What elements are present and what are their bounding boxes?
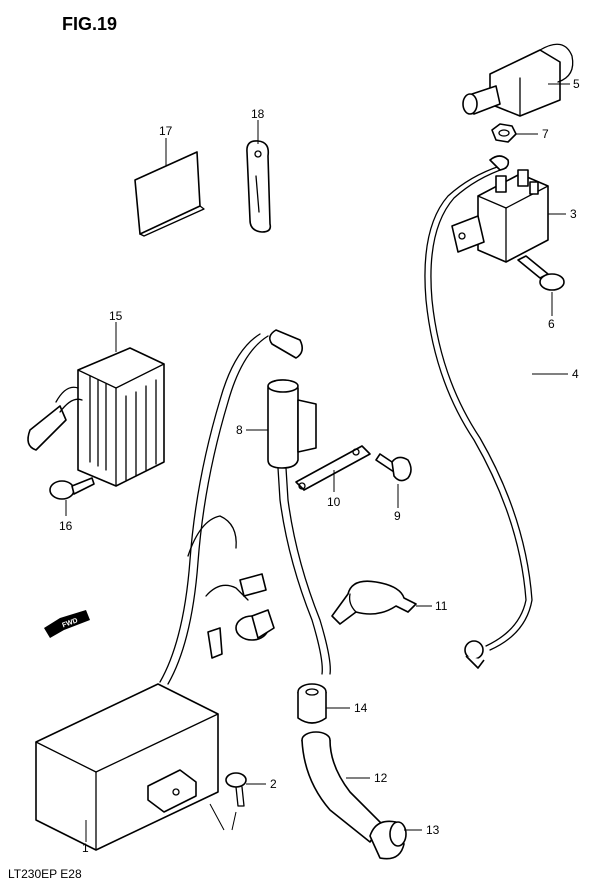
callout-labels: 1 2 3 4 5 6 7 8 9 10 11 12 13 14 15 16 1… [59, 77, 580, 855]
model-code: LT230EP E28 [8, 867, 82, 881]
callout-13[interactable]: 13 [426, 823, 440, 837]
callout-10[interactable]: 10 [327, 495, 341, 509]
wire-harness[interactable] [159, 333, 275, 685]
part-8-ignition-coil[interactable] [246, 329, 331, 675]
forward-arrow-icon: FWD [44, 610, 90, 638]
part-10-bracket[interactable] [295, 445, 371, 492]
callout-6[interactable]: 6 [548, 317, 555, 331]
callout-7[interactable]: 7 [542, 127, 549, 141]
part-4-cable[interactable] [424, 155, 568, 669]
callout-18[interactable]: 18 [251, 107, 265, 121]
part-2-screw[interactable] [209, 772, 266, 831]
part-14-grommet[interactable] [297, 683, 350, 724]
callout-9[interactable]: 9 [394, 509, 401, 523]
figure-title: FIG.19 [62, 14, 117, 34]
callout-3[interactable]: 3 [570, 207, 577, 221]
callout-4[interactable]: 4 [572, 367, 579, 381]
callout-14[interactable]: 14 [354, 701, 368, 715]
callout-2[interactable]: 2 [270, 777, 277, 791]
part-9-bolt[interactable] [375, 453, 412, 508]
part-12-boot[interactable] [301, 731, 383, 843]
part-13-cap[interactable] [369, 820, 422, 860]
callout-17[interactable]: 17 [159, 124, 173, 138]
part-5-cap[interactable] [462, 43, 574, 117]
part-3-starter-relay[interactable] [451, 169, 566, 263]
callout-1[interactable]: 1 [82, 841, 89, 855]
part-17-sheet[interactable] [134, 138, 205, 237]
callout-8[interactable]: 8 [236, 423, 243, 437]
callout-11[interactable]: 11 [435, 599, 448, 613]
part-1-cdi-unit[interactable] [35, 683, 219, 851]
part-18-bracket[interactable] [246, 120, 272, 233]
callout-5[interactable]: 5 [573, 77, 580, 91]
callout-12[interactable]: 12 [374, 771, 388, 785]
part-6-bolt[interactable] [517, 255, 565, 316]
part-11-clamp[interactable] [331, 580, 432, 625]
part-7-nut[interactable] [491, 123, 538, 143]
callout-15[interactable]: 15 [109, 309, 123, 323]
part-16-screw[interactable] [49, 477, 95, 516]
part-15-regulator[interactable] [27, 322, 165, 487]
callout-16[interactable]: 16 [59, 519, 73, 533]
